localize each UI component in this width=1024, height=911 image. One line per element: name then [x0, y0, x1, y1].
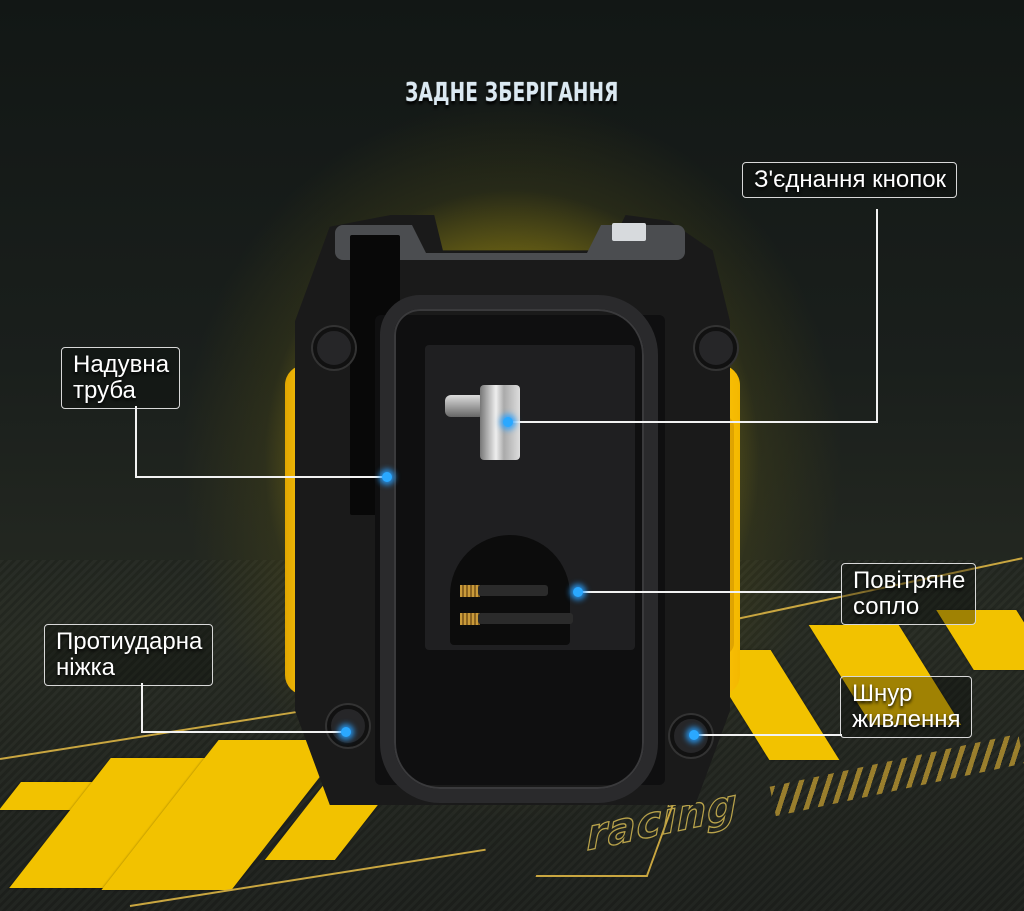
callout-label: Надувна	[73, 351, 170, 378]
callout-dot-icon	[382, 472, 392, 482]
callout-label: труба	[73, 377, 136, 404]
callout-label: Протиударна	[56, 628, 203, 655]
nozzle-body	[478, 585, 548, 596]
leader-line	[141, 731, 346, 733]
page-title: ЗАДНЕ ЗБЕРІГАННЯ	[405, 78, 619, 108]
leader-line	[876, 209, 878, 423]
leader-line	[508, 421, 878, 423]
chuck-cap	[445, 395, 485, 417]
leader-line	[135, 476, 387, 478]
leader-line	[141, 683, 143, 732]
leader-line	[135, 406, 137, 478]
callout-shockproof-foot: Протиударна ніжка	[44, 624, 214, 686]
leader-line	[694, 734, 842, 736]
callout-dot-icon	[689, 730, 699, 740]
callout-dot-icon	[503, 417, 513, 427]
nozzle-thread-icon	[460, 585, 480, 597]
callout-dot-icon	[341, 727, 351, 737]
callout-inflation-hose: Надувна труба	[61, 347, 181, 409]
callout-power-cord: Шнур живлення	[840, 676, 972, 738]
callout-air-nozzle: Повітряне сопло	[841, 563, 977, 625]
callout-button-connection: З'єднання кнопок	[742, 162, 958, 198]
callout-label: Повітряне	[853, 567, 966, 594]
callout-label: З'єднання кнопок	[754, 166, 947, 193]
button-window	[612, 223, 646, 241]
callout-label: ніжка	[56, 654, 116, 681]
foot-bottom-left	[327, 705, 369, 747]
callout-dot-icon	[573, 587, 583, 597]
nozzle-thread-icon	[460, 613, 480, 625]
tire-inflator	[285, 215, 740, 815]
leader-line	[578, 591, 842, 593]
callout-label: сопло	[853, 593, 920, 620]
foot-top-right	[695, 327, 737, 369]
callout-label: Шнур	[852, 680, 913, 707]
callout-label: живлення	[852, 706, 961, 733]
foot-top-left	[313, 327, 355, 369]
nozzle-body	[478, 613, 573, 624]
